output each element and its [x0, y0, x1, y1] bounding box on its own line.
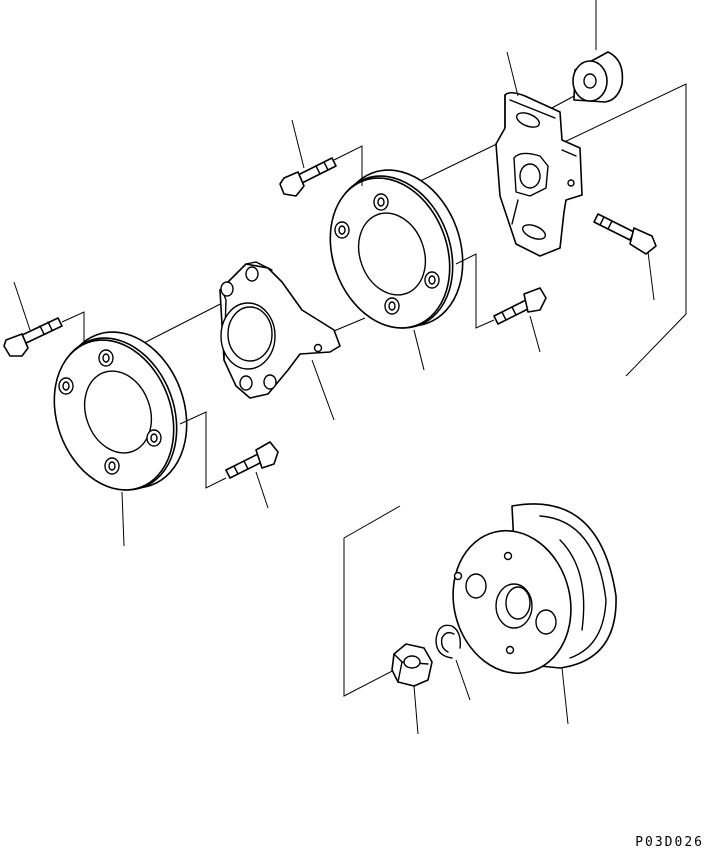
leader-line [292, 120, 304, 168]
leader-line [530, 316, 540, 352]
leader-line [14, 282, 30, 330]
hex-nut-icon [392, 644, 432, 686]
assembly-axis-line [410, 140, 505, 186]
leader-line [414, 686, 418, 734]
bolt-axis-bracket [180, 412, 226, 488]
bearing-holder-icon [220, 262, 340, 398]
leader-line [122, 492, 124, 546]
bolt-axis-bracket [62, 312, 84, 342]
group-bracket-upper [556, 84, 686, 376]
assembly-axis-line [548, 94, 578, 110]
bolt-icon [594, 214, 656, 254]
snap-ring-icon [436, 625, 460, 658]
leader-line [507, 52, 518, 96]
leader-line [648, 252, 654, 300]
leader-line [414, 330, 424, 370]
group-bracket-lower [344, 506, 402, 696]
pulley-icon [438, 504, 616, 686]
leader-line [456, 660, 470, 700]
leader-line [256, 472, 268, 508]
disc-plate-icon [310, 152, 484, 345]
bolt-icon [226, 442, 278, 478]
yoke-bracket-icon [496, 93, 582, 256]
bolt-icon [4, 318, 62, 356]
bolt-axis-bracket [456, 254, 494, 328]
leader-line [562, 668, 568, 724]
bolt-axis-bracket [334, 146, 362, 186]
disc-plate-icon [34, 314, 208, 507]
spacer-collar-icon [573, 52, 622, 102]
leader-line [312, 360, 334, 420]
drawing-code-label: P03D026 [635, 835, 704, 850]
bolt-icon [280, 158, 336, 196]
bolt-icon [494, 288, 546, 324]
